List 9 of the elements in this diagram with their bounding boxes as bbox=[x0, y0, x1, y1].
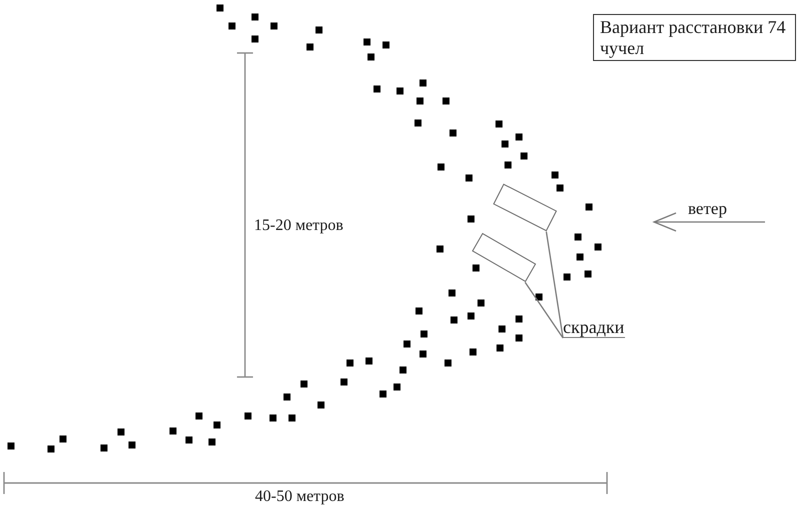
leader-label: скрадки bbox=[563, 318, 626, 338]
note-box: Вариант расстановки 74 чучел bbox=[593, 14, 796, 62]
leader-line bbox=[524, 282, 564, 338]
blind-box bbox=[492, 184, 557, 232]
dimension-label: 40-50 метров bbox=[255, 487, 344, 506]
dimension-label: 15-20 метров bbox=[254, 216, 344, 236]
wind-label: ветер bbox=[688, 199, 727, 220]
leader-line bbox=[546, 232, 564, 338]
blind-box bbox=[471, 233, 536, 282]
